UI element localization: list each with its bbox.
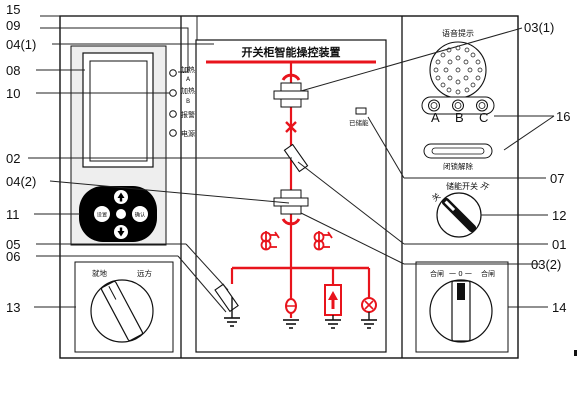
breaker-cross-icon [285, 121, 297, 133]
switch14-middle-label: 一 0 一 [449, 270, 472, 278]
indicator-alarm: 报警 [169, 110, 195, 119]
button-a-label: A [431, 110, 440, 125]
current-transformer-a-icon [260, 231, 280, 251]
switch13-right-label: 远方 [137, 268, 152, 278]
key-set[interactable] [94, 206, 110, 222]
callout-05: 05 [6, 237, 20, 252]
callout-13: 13 [6, 300, 20, 315]
button-b[interactable] [452, 99, 464, 112]
switch12-right-label: 开 [479, 181, 490, 193]
indicator-power: 电源 [169, 129, 195, 138]
lamp-icon [169, 69, 177, 77]
unlock-label: 闭锁解除 [443, 161, 473, 171]
indicator-b: 加热 B [169, 86, 195, 105]
key-set-label: 设置 [97, 211, 107, 219]
button-a[interactable] [428, 99, 440, 112]
indicator-a-sub: A [186, 76, 191, 83]
key-confirm-label: 确认 [135, 211, 146, 219]
ground-icon [361, 319, 377, 329]
ground-icon [283, 319, 299, 329]
lcd-screen [89, 60, 148, 162]
mimic-panel-frame [195, 39, 387, 353]
callout-03-1: 03(1) [524, 20, 554, 35]
mimic-title: 开关柜智能操控装置 [242, 45, 341, 59]
leader-lines [28, 15, 555, 313]
live-display-cross [364, 300, 374, 310]
lamp-icon [169, 89, 177, 97]
key-confirm[interactable] [132, 206, 148, 222]
stored-energy-label: 已储能 [349, 118, 369, 127]
button-c[interactable] [476, 99, 488, 112]
callout-08: 08 [6, 63, 20, 78]
lamp-icon [169, 129, 177, 137]
speaker-label: 语音提示 [442, 28, 474, 38]
lower-contact-arc [281, 218, 301, 226]
lamp-icon [169, 110, 177, 118]
switch12-middle-label: 储能开关 [446, 181, 478, 191]
button-b-label: B [455, 110, 464, 125]
switch12-knob[interactable] [441, 197, 478, 234]
energy-storage-switch[interactable]: 关 储能开关 开 [430, 181, 491, 238]
callout-06: 06 [6, 249, 20, 264]
stored-energy-lamp [355, 107, 367, 115]
switch14-knob[interactable] [451, 280, 471, 342]
callout-09: 09 [6, 18, 20, 33]
upper-plug-in-contact [273, 82, 309, 108]
callout-04-2: 04(2) [6, 174, 36, 189]
callout-04-1: 04(1) [6, 37, 36, 52]
current-transformer-b-icon [313, 231, 333, 251]
speaker-holes-icon [433, 45, 483, 95]
callout-14: 14 [552, 300, 566, 315]
left-panel: 设置 确认 加热 A 加热 B 报警 电源 就地 远方 [70, 45, 195, 353]
right-panel: 语音提示 A [415, 28, 509, 353]
unlock-button-inner [431, 147, 485, 155]
key-center[interactable] [116, 209, 126, 219]
callout-16: 16 [556, 109, 570, 124]
callout-11: 11 [6, 207, 20, 222]
arrow-down-icon [117, 227, 125, 237]
callout-02: 02 [6, 151, 20, 166]
open-close-switch[interactable]: 合闸 一 0 一 合闸 [415, 261, 509, 353]
indicator-b-label: 加热 [181, 86, 195, 95]
switch14-left-label: 合闸 [430, 269, 444, 278]
indicator-power-label: 电源 [181, 129, 195, 138]
ground-icon [325, 319, 341, 329]
keypad[interactable]: 设置 确认 [79, 186, 157, 242]
callout-labels: 15 09 04(1) 08 10 11 02 04(2) 05 06 13 0… [6, 2, 570, 315]
local-remote-switch[interactable]: 就地 远方 [74, 261, 174, 353]
button-c-label: C [479, 110, 488, 125]
switch14-right-label: 合闸 [481, 269, 495, 278]
callout-10: 10 [6, 86, 20, 101]
mimic-panel: 开关柜智能操控装置 [206, 45, 377, 329]
ground-icon [224, 317, 240, 327]
arrow-up-icon [117, 192, 125, 202]
vt-arrow-icon [328, 291, 338, 309]
upper-contact-arc [281, 73, 301, 81]
switch13-knob[interactable] [100, 280, 144, 342]
callout-15: 15 [6, 2, 20, 17]
callout-01: 01 [552, 237, 566, 252]
callout-03-2: 03(2) [531, 257, 561, 272]
switch13-left-label: 就地 [92, 268, 107, 278]
switch14-knob-marker [457, 283, 465, 300]
callout-07: 07 [550, 171, 564, 186]
indicator-b-sub: B [186, 98, 190, 105]
indicator-alarm-label: 报警 [181, 110, 195, 119]
edge-mark [574, 350, 577, 356]
callout-12: 12 [552, 208, 566, 223]
